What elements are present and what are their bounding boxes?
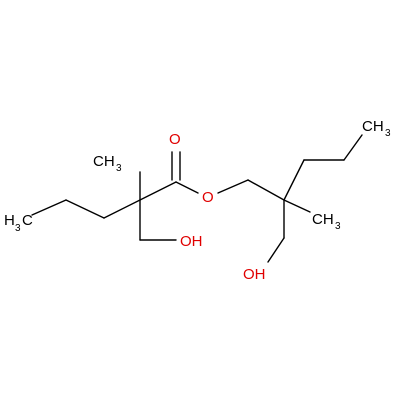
atom-left-ch3-sub: 3: [15, 223, 21, 234]
bond-quatc-methyl-right: [283, 199, 311, 213]
bond-propyl-ch3-right: [343, 134, 363, 161]
atom-right-top-methyl-sub: 3: [385, 128, 391, 139]
bond-ch2-quatc-left: [103, 199, 141, 219]
atom-left-methyl: CH: [93, 153, 115, 170]
bond-quatc-carbonyl: [139, 181, 177, 201]
atom-left-hydroxyl: OH: [180, 233, 203, 250]
bond-ch2-quatc-right: [247, 179, 285, 201]
atom-right-methyl-sub: 3: [335, 221, 341, 232]
atom-left-ch3-c: C: [22, 212, 33, 229]
atom-ester-oxygen: O: [202, 189, 214, 206]
bond-ch3-ch2-left: [31, 199, 67, 216]
atom-right-methyl: CH: [312, 211, 334, 228]
atom-right-hydroxyl: OH: [243, 266, 266, 283]
atom-carbonyl-oxygen: O: [169, 131, 181, 148]
atom-left-ch3-h: H: [4, 212, 15, 229]
bond-ch2-ch2-left: [65, 199, 105, 219]
bond-ester-o-ch2: [217, 179, 249, 194]
bond-quatc-propyl-right: [283, 159, 305, 201]
bond-ch2-oh-right: [267, 237, 285, 263]
atom-left-methyl-sub: 3: [116, 163, 122, 174]
atom-right-top-methyl: CH: [362, 118, 384, 135]
bond-carbonyl-ester-o: [175, 181, 199, 194]
